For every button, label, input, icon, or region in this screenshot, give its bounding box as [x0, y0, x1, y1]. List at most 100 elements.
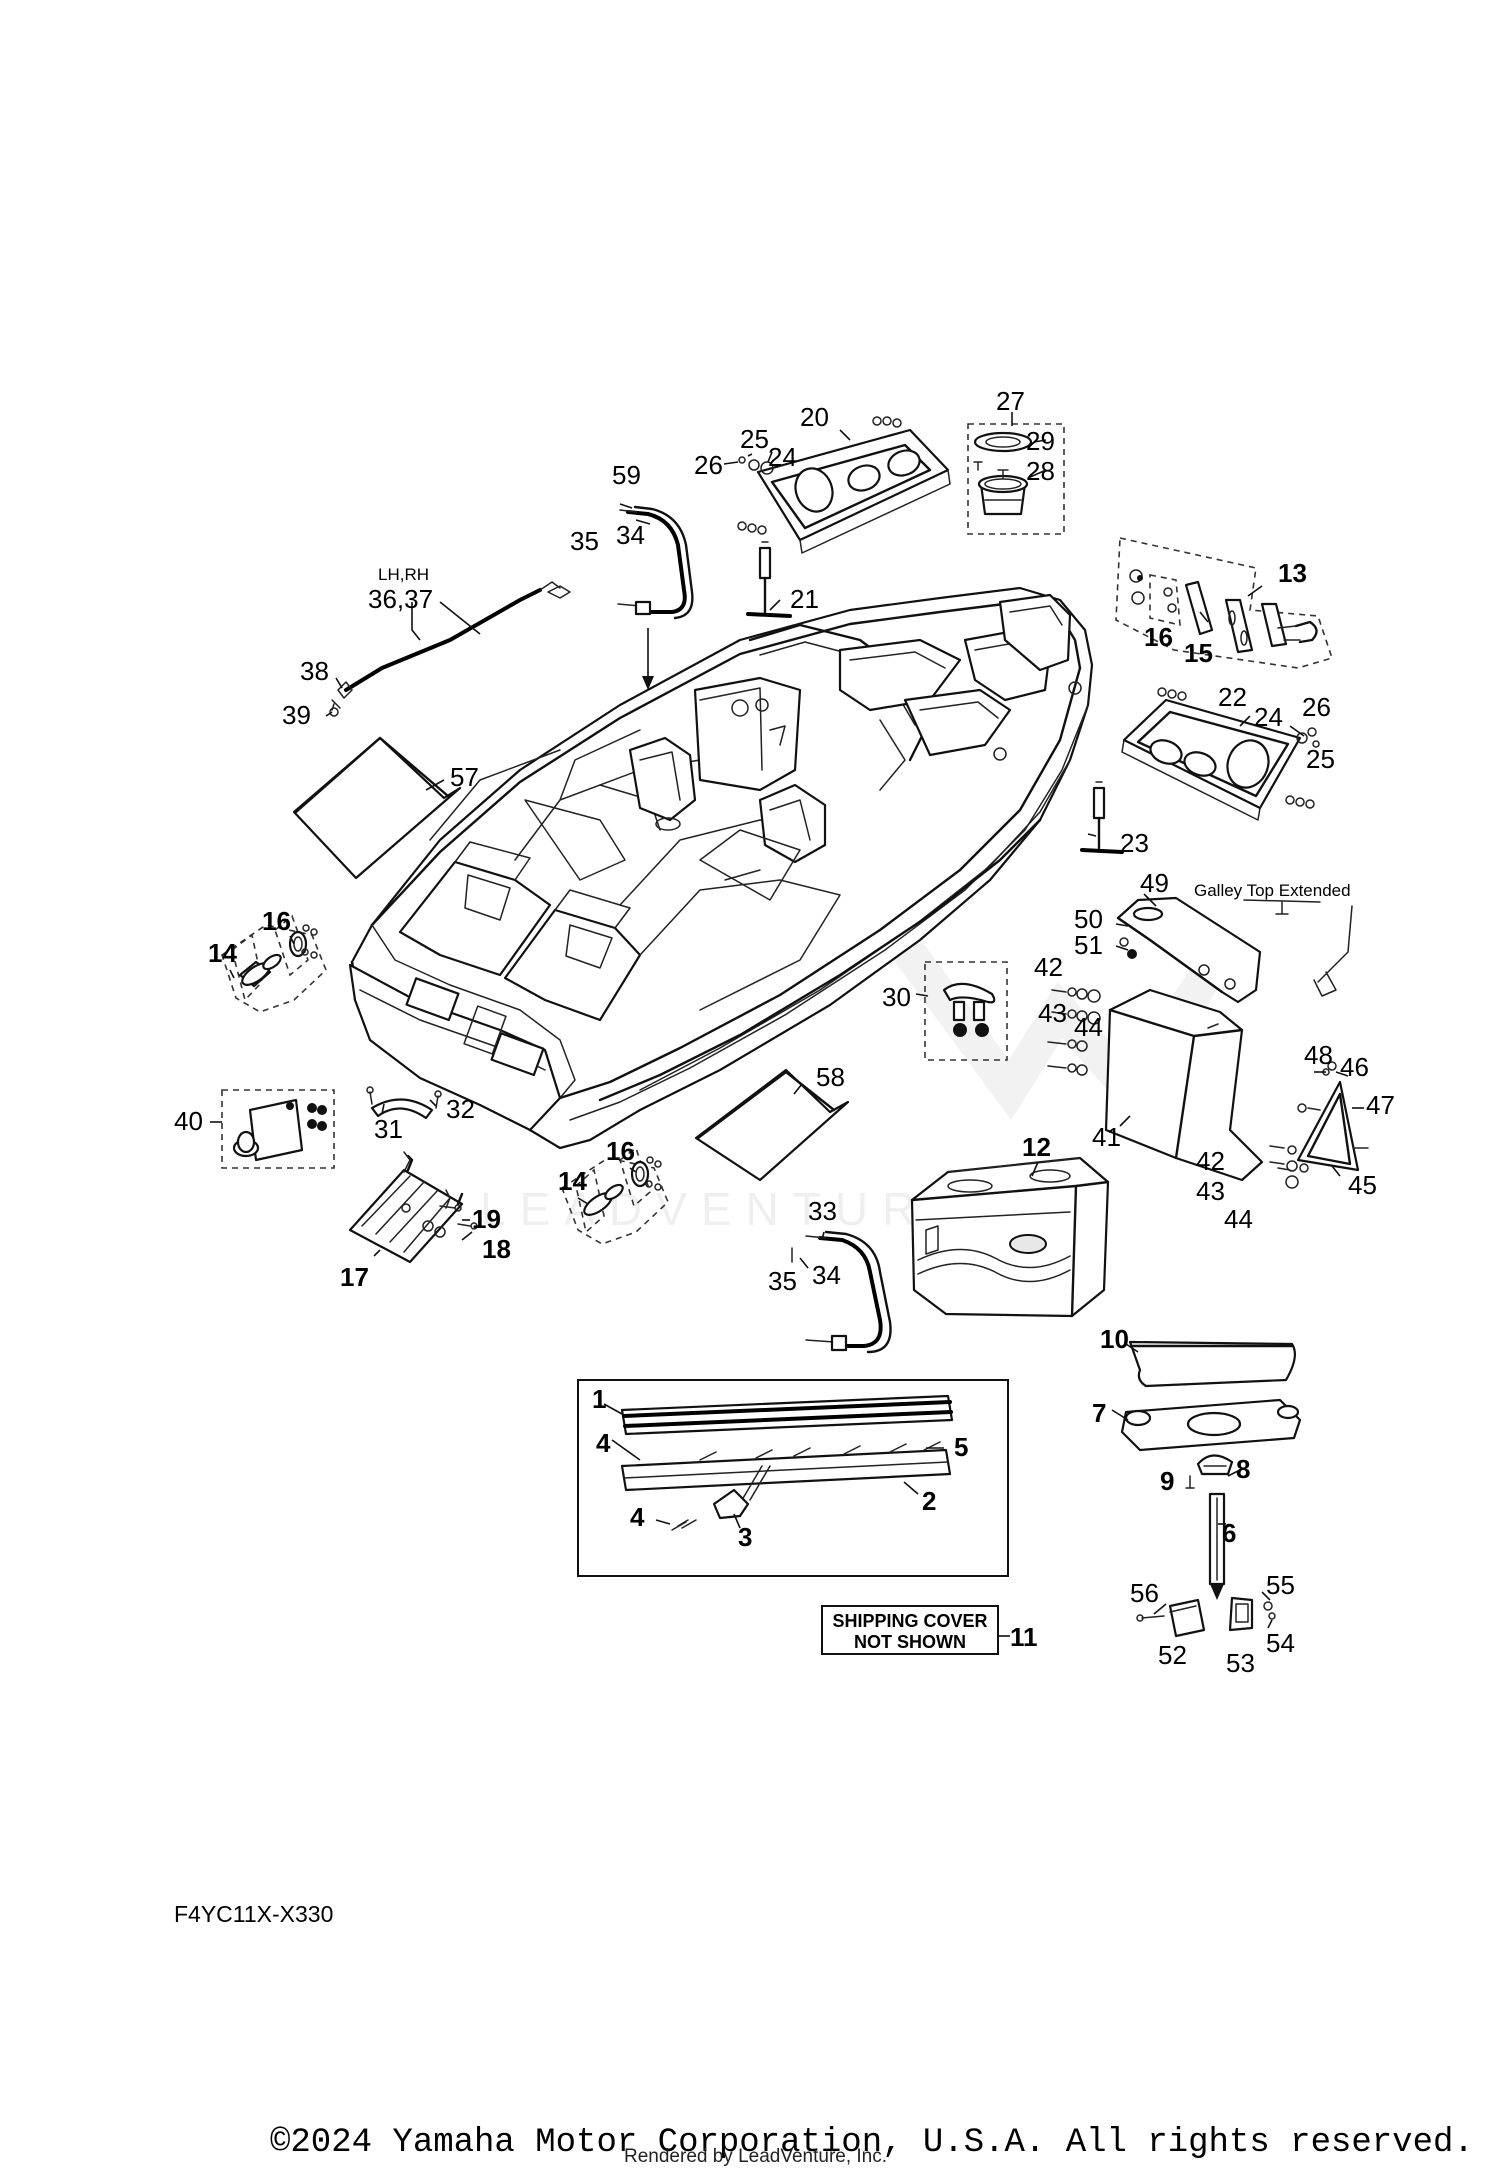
callout-14-left: 14	[208, 938, 237, 968]
note-lh-rh: LH,RH	[378, 565, 429, 584]
rendered-by-text: Rendered by LeadVenture, Inc.	[624, 2146, 888, 2167]
callout-16-center: 16	[606, 1136, 635, 1166]
callout-52: 52	[1158, 1640, 1187, 1670]
callout-30: 30	[882, 982, 911, 1012]
note-galley-top: Galley Top Extended	[1194, 881, 1351, 900]
callout-16-right: 16	[1144, 622, 1173, 652]
callout-25-fwd: 25	[1306, 744, 1335, 774]
callout-43-lower: 43	[1196, 1176, 1225, 1206]
part-galley-top-49	[1116, 896, 1353, 1004]
callout-13: 13	[1278, 558, 1307, 588]
callout-21: 21	[790, 584, 819, 614]
callout-33: 33	[808, 1196, 837, 1226]
callout-48: 48	[1304, 1040, 1333, 1070]
callout-2: 2	[922, 1486, 936, 1516]
hardware-18-19	[439, 1204, 478, 1230]
callout-43-upper: 43	[1038, 998, 1067, 1028]
shipping-note-line1: SHIPPING COVER	[832, 1611, 987, 1631]
shipping-cover-note: SHIPPING COVER NOT SHOWN	[821, 1605, 1010, 1655]
callout-4-upper: 4	[596, 1428, 611, 1458]
part-cup-holder	[967, 423, 1065, 535]
callout-50: 50	[1074, 904, 1103, 934]
part-cleat-center	[561, 1146, 669, 1245]
shipping-note-line2: NOT SHOWN	[854, 1632, 966, 1652]
part-base-8	[1185, 1454, 1234, 1489]
callout-1: 1	[592, 1384, 606, 1414]
part-speaker-pod-fwd	[1121, 687, 1315, 821]
callout-35-lower: 35	[768, 1266, 797, 1296]
part-tow-eye-13	[1115, 537, 1334, 669]
callout-31: 31	[374, 1114, 403, 1144]
callout-22: 22	[1218, 682, 1247, 712]
callout-36-37: 36,37	[368, 584, 433, 614]
part-cover-58	[694, 1068, 850, 1182]
callout-8: 8	[1236, 1454, 1250, 1484]
callout-14-center: 14	[558, 1166, 587, 1196]
hardware-42-43-44-lower	[1269, 1145, 1309, 1189]
part-socket-52-53	[1136, 1596, 1276, 1638]
callout-28: 28	[1026, 456, 1055, 486]
callout-24-aft: 24	[768, 442, 797, 472]
callout-56: 56	[1130, 1578, 1159, 1608]
watermark-text: LEADVENTURE	[480, 1183, 974, 1235]
boat-hull	[348, 586, 1094, 1150]
callout-5: 5	[954, 1432, 968, 1462]
part-cover-57	[292, 736, 462, 880]
callout-34-upper: 34	[616, 520, 645, 550]
callout-42-upper: 42	[1034, 952, 1063, 982]
callout-9: 9	[1160, 1466, 1174, 1496]
callout-11: 11	[1010, 1622, 1038, 1652]
part-pad-7	[1120, 1398, 1302, 1452]
callout-44-upper: 44	[1074, 1012, 1103, 1042]
callout-3: 3	[738, 1522, 752, 1552]
callout-49: 49	[1140, 868, 1169, 898]
callout-45: 45	[1348, 1170, 1377, 1200]
callout-46: 46	[1340, 1052, 1369, 1082]
part-grab-handle-33	[791, 1230, 892, 1354]
hardware-42-43-44	[1047, 987, 1101, 1076]
part-cord-36-37	[331, 581, 571, 709]
part-cooler-12	[910, 1156, 1110, 1318]
callout-25-aft: 25	[740, 424, 769, 454]
part-speaker-harness-aft	[746, 541, 792, 618]
part-cleat-left	[221, 914, 327, 1013]
part-panel-45	[1277, 1061, 1369, 1172]
diagram-code: F4YC11X-X330	[174, 1901, 333, 1927]
arrow-head-59	[642, 676, 654, 690]
part-galley-box-41	[1104, 988, 1264, 1182]
callout-38: 38	[300, 656, 329, 686]
part-pole-6	[1208, 1492, 1226, 1600]
leader-lines	[210, 412, 1364, 1629]
callout-35-upper: 35	[570, 526, 599, 556]
callout-59: 59	[612, 460, 641, 490]
callout-44-lower: 44	[1224, 1204, 1253, 1234]
callout-24-fwd: 24	[1254, 702, 1283, 732]
callout-15: 15	[1184, 638, 1213, 668]
callout-6: 6	[1222, 1518, 1236, 1548]
callout-39: 39	[282, 700, 311, 730]
callout-20: 20	[800, 402, 829, 432]
callout-4-lower: 4	[630, 1502, 645, 1532]
callout-41: 41	[1092, 1122, 1121, 1152]
part-bow-eye-31	[366, 1086, 442, 1120]
callout-54: 54	[1266, 1628, 1295, 1658]
callout-27: 27	[996, 386, 1025, 416]
callout-58: 58	[816, 1062, 845, 1092]
callout-26-fwd: 26	[1302, 692, 1331, 722]
callout-55: 55	[1266, 1570, 1295, 1600]
callout-53: 53	[1226, 1648, 1255, 1678]
callout-42-lower: 42	[1196, 1146, 1225, 1176]
copyright-text: ©2024 Yamaha Motor Corporation, U.S.A. A…	[270, 2124, 1474, 2162]
hardware-fwd-speaker	[1296, 727, 1320, 748]
callout-29: 29	[1026, 426, 1055, 456]
callout-40: 40	[174, 1106, 203, 1136]
part-cleat-30	[924, 961, 1008, 1061]
inset-rub-rail	[577, 1379, 1009, 1577]
callout-18: 18	[482, 1234, 511, 1264]
hardware-aft-speaker	[738, 456, 774, 475]
callout-12: 12	[1022, 1132, 1051, 1162]
callout-51: 51	[1074, 930, 1103, 960]
part-pylon-40	[221, 1089, 335, 1169]
callout-32: 32	[446, 1094, 475, 1124]
